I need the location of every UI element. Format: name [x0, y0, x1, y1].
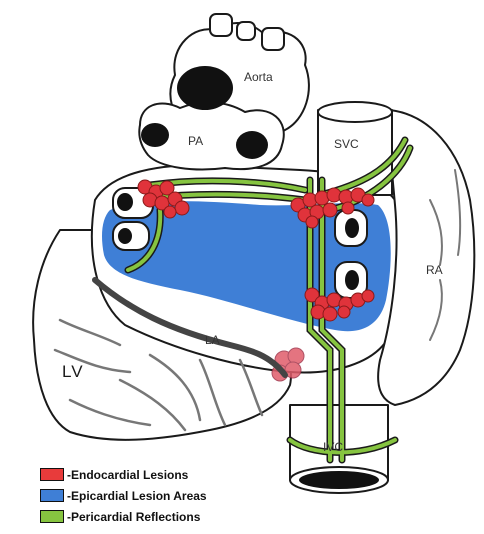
legend-item-epicardial: -Epicardial Lesion Areas [40, 485, 207, 506]
svc-opening [318, 102, 392, 122]
aorta-branch-2 [237, 22, 255, 40]
label-svc: SVC [334, 137, 359, 151]
aorta-branch-1 [210, 14, 232, 36]
legend-swatch [40, 510, 64, 523]
legend-label: -Endocardial Lesions [67, 468, 188, 482]
rspv-lumen [345, 218, 359, 238]
legend-swatch [40, 489, 64, 502]
legend-label: -Pericardial Reflections [67, 510, 200, 524]
label-pa: PA [188, 134, 203, 148]
label-lv: LV [62, 362, 84, 382]
lspv-lumen [117, 193, 133, 211]
aorta-branch-3 [262, 28, 284, 50]
label-la: LA [205, 333, 220, 347]
legend-item-pericardial: -Pericardial Reflections [40, 506, 207, 527]
ripv-lumen [345, 270, 359, 290]
legend: -Endocardial Lesions -Epicardial Lesion … [40, 464, 207, 527]
lipv-lumen [118, 228, 132, 244]
aorta-lumen [177, 66, 233, 110]
label-aorta: Aorta [244, 70, 273, 84]
pa-left-lumen [141, 123, 169, 147]
legend-label: -Epicardial Lesion Areas [67, 489, 207, 503]
ivc-lumen [299, 471, 379, 489]
legend-swatch [40, 468, 64, 481]
label-ivc: IVC [323, 440, 343, 454]
label-ra: RA [426, 263, 443, 277]
pa-right-lumen [236, 131, 268, 159]
legend-item-endocardial: -Endocardial Lesions [40, 464, 207, 485]
